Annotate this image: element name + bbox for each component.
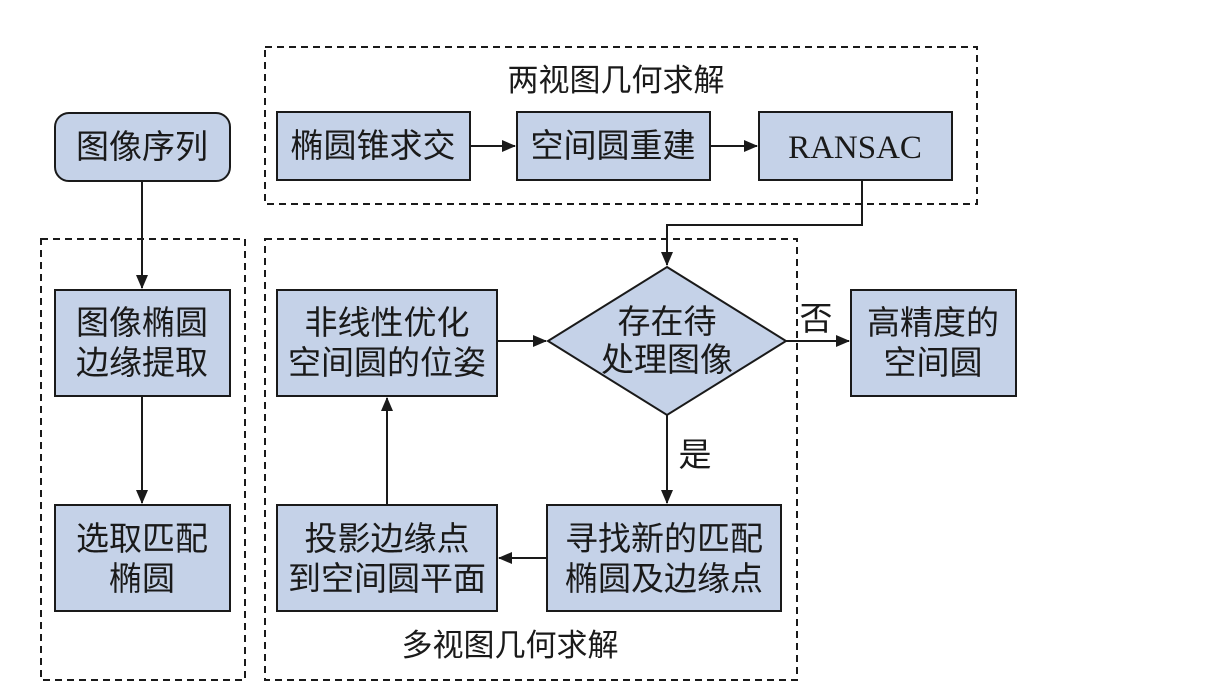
node-ellipse-cone: 椭圆锥求交 bbox=[276, 111, 471, 181]
node-high-precision-line-1: 高精度的 bbox=[867, 303, 999, 342]
node-nonlinear-opt-line-2: 空间圆的位姿 bbox=[288, 343, 486, 382]
edge-ransac-to-decision bbox=[661, 180, 863, 266]
node-nonlinear-opt: 非线性优化 空间圆的位姿 bbox=[276, 289, 498, 397]
two-view-title: 两视图几何求解 bbox=[508, 63, 725, 99]
node-image-sequence-line-1: 图像序列 bbox=[76, 127, 208, 166]
node-decision-line-2: 处理图像 bbox=[601, 340, 733, 379]
node-high-precision-line-2: 空间圆 bbox=[884, 343, 983, 382]
node-edge-extract: 图像椭圆 边缘提取 bbox=[54, 289, 231, 397]
node-select-match: 选取匹配 椭圆 bbox=[54, 504, 231, 612]
node-find-new-line-1: 寻找新的匹配 bbox=[565, 519, 763, 558]
node-ransac-line-1: RANSAC bbox=[788, 130, 922, 166]
node-project-points-line-1: 投影边缘点 bbox=[305, 519, 470, 558]
node-find-new-line-2: 椭圆及边缘点 bbox=[565, 559, 763, 598]
multi-view-region bbox=[264, 238, 798, 681]
node-decision-line-1: 存在待 bbox=[618, 302, 717, 341]
edge-label-yes: 是 bbox=[679, 435, 712, 474]
node-project-points-line-2: 到空间圆平面 bbox=[288, 559, 486, 598]
node-edge-extract-line-1: 图像椭圆 bbox=[76, 303, 208, 342]
node-high-precision: 高精度的 空间圆 bbox=[850, 289, 1017, 397]
node-select-match-line-1: 选取匹配 bbox=[76, 519, 208, 558]
two-view-region bbox=[264, 46, 978, 205]
node-circle-reconstruct-line-1: 空间圆重建 bbox=[531, 126, 696, 165]
node-select-match-line-2: 椭圆 bbox=[109, 559, 175, 598]
node-circle-reconstruct: 空间圆重建 bbox=[516, 111, 711, 181]
node-image-sequence: 图像序列 bbox=[54, 112, 231, 182]
node-find-new: 寻找新的匹配 椭圆及边缘点 bbox=[546, 504, 782, 612]
multi-view-title: 多视图几何求解 bbox=[402, 628, 619, 664]
edge-label-no: 否 bbox=[800, 299, 833, 338]
node-ellipse-cone-line-1: 椭圆锥求交 bbox=[291, 126, 456, 165]
node-project-points: 投影边缘点 到空间圆平面 bbox=[276, 504, 498, 612]
node-edge-extract-line-2: 边缘提取 bbox=[76, 343, 208, 382]
node-decision: 存在待 处理图像 bbox=[546, 265, 788, 417]
node-ransac: RANSAC bbox=[758, 111, 953, 181]
node-nonlinear-opt-line-1: 非线性优化 bbox=[305, 303, 470, 342]
